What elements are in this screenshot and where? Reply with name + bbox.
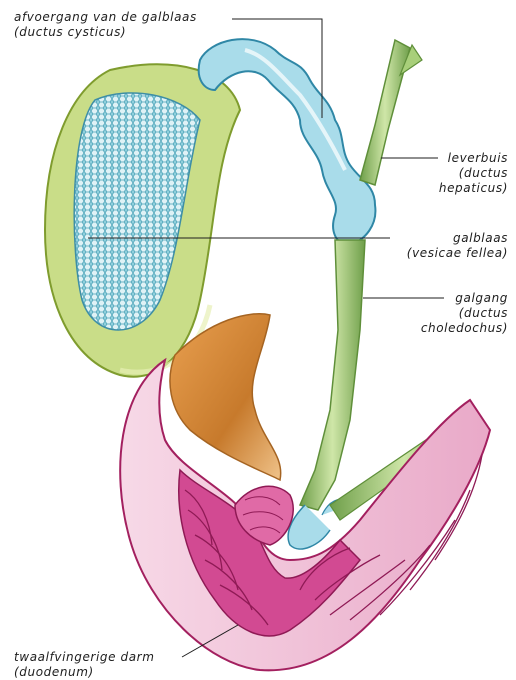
label-cystic-duct-line1: afvoergang van de galblaas — [14, 10, 197, 25]
label-cystic-duct: afvoergang van de galblaas (ductus cysti… — [14, 10, 197, 40]
hepatic-duct-shape — [360, 40, 422, 185]
label-bile-duct-line1: galgang — [421, 291, 508, 306]
label-bile-duct-line3: choledochus) — [421, 321, 508, 336]
label-duodenum-line2: (duodenum) — [14, 665, 155, 680]
label-gallbladder: galblaas (vesicae fellea) — [407, 231, 508, 261]
label-gallbladder-line2: (vesicae fellea) — [407, 246, 508, 261]
label-hepatic-duct-line3: hepaticus) — [439, 181, 508, 196]
label-hepatic-duct: leverbuis (ductus hepaticus) — [439, 151, 508, 196]
label-bile-duct-line2: (ductus — [421, 306, 508, 321]
label-hepatic-duct-line1: leverbuis — [439, 151, 508, 166]
label-bile-duct: galgang (ductus choledochus) — [421, 291, 508, 336]
label-duodenum-line1: twaalfvingerige darm — [14, 650, 155, 665]
label-gallbladder-line1: galblaas — [407, 231, 508, 246]
label-hepatic-duct-line2: (ductus — [439, 166, 508, 181]
label-cystic-duct-line2: (ductus cysticus) — [14, 25, 197, 40]
label-duodenum: twaalfvingerige darm (duodenum) — [14, 650, 155, 680]
